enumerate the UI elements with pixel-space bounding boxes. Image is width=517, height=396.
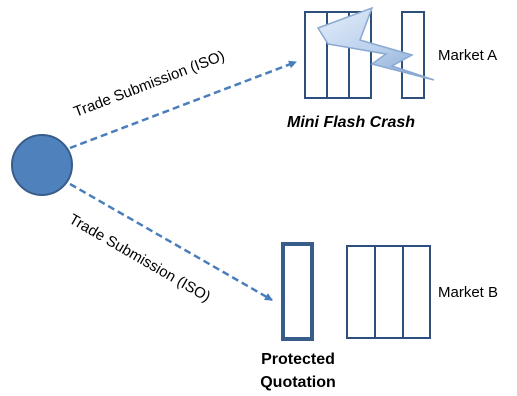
lower-arrow xyxy=(69,182,273,302)
lightning-bolt-icon xyxy=(316,6,435,81)
market-b-order-column xyxy=(346,245,376,339)
mini-flash-crash-caption: Mini Flash Crash xyxy=(287,114,415,131)
trader-node-icon xyxy=(11,134,73,196)
protected-caption-line2: Quotation xyxy=(260,374,336,391)
market-b-order-book xyxy=(346,245,431,339)
market-b-order-column xyxy=(402,245,431,339)
protected-caption-line1: Protected xyxy=(261,351,335,368)
market-a-label: Market A xyxy=(438,47,497,64)
upper-arrow xyxy=(69,60,297,150)
market-b-label: Market B xyxy=(438,284,498,301)
upper-arrow-label: Trade Submission (ISO) xyxy=(71,47,227,120)
market-a-order-column xyxy=(304,11,328,99)
market-b-order-column xyxy=(374,245,404,339)
protected-quotation-box xyxy=(281,242,314,341)
